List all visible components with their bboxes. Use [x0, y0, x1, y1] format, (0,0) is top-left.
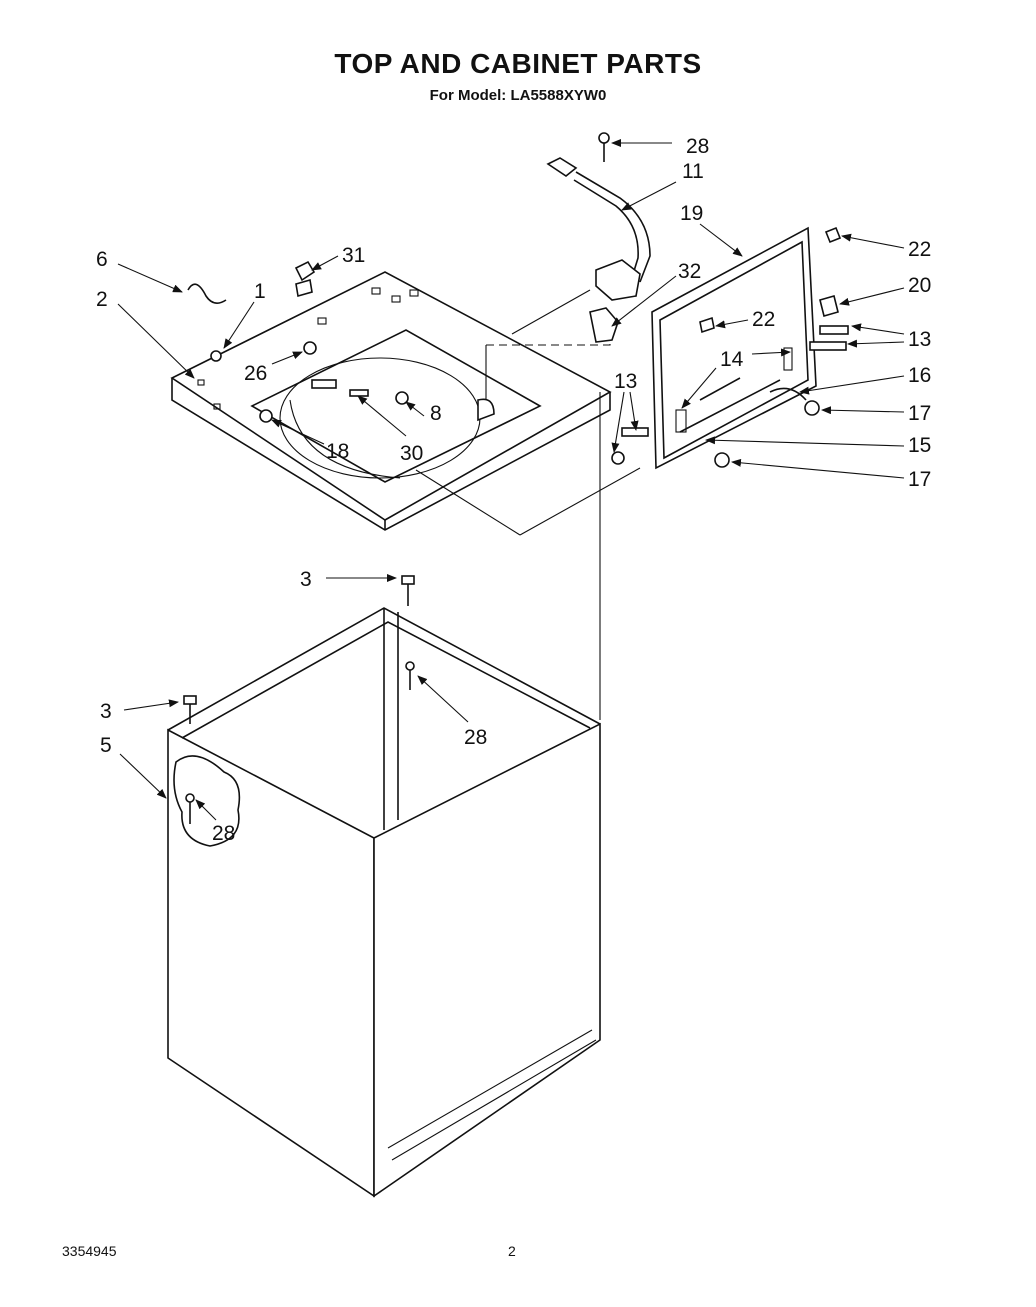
knob-17-lower: [714, 452, 730, 468]
lid-switch-harness: [546, 132, 651, 301]
callout-3-lower: 3: [100, 700, 112, 723]
leader-lines: [117, 139, 905, 821]
washer-top-panel: [170, 271, 612, 531]
callout-28-mid: 28: [464, 726, 487, 749]
clip-3-upper: [401, 575, 415, 585]
callout-30: 30: [400, 442, 423, 465]
assembly-guide-lines: [415, 289, 641, 720]
wire-16: [769, 387, 807, 401]
clip-20: [819, 295, 839, 317]
callout-20: 20: [908, 274, 931, 297]
callout-19: 19: [680, 202, 703, 225]
callout-18: 18: [326, 440, 349, 463]
callout-22-right: 22: [908, 238, 931, 261]
callout-8: 8: [430, 402, 442, 425]
callout-28-low: 28: [212, 822, 235, 845]
callout-2: 2: [96, 288, 108, 311]
cabinet-hardware: [183, 575, 415, 824]
bolt-13b: [809, 341, 847, 351]
nut-13d: [611, 451, 625, 465]
callout-32: 32: [678, 260, 701, 283]
model-subtitle: For Model: LA5588XYW0: [429, 87, 607, 104]
clip-31: [294, 260, 316, 282]
screw-22-mid: [699, 316, 715, 334]
hardware-parts: [187, 226, 849, 468]
page-number: 2: [508, 1243, 516, 1259]
spring-clip-1: [210, 350, 222, 362]
callout-13-right: 13: [908, 328, 931, 351]
callout-labels: 28 11 19 22 6 31 1 32 20 2 22 13 14 26 1…: [96, 135, 931, 845]
callout-28-top: 28: [686, 135, 709, 158]
control-panel-frame: [651, 226, 817, 470]
document-number: 3354945: [62, 1243, 117, 1259]
hose-clip-6: [187, 283, 227, 304]
bolt-13c: [621, 427, 649, 437]
grommet-18: [259, 409, 273, 423]
bolt-13a: [819, 325, 849, 335]
switch-cover: [589, 307, 619, 343]
callout-14: 14: [720, 348, 744, 371]
callout-22-mid: 22: [752, 308, 775, 331]
knob-17-upper: [804, 400, 820, 416]
page-title: TOP AND CABINET PARTS: [334, 48, 702, 79]
callout-31: 31: [342, 244, 365, 267]
callout-3-upper: 3: [300, 568, 312, 591]
callout-16: 16: [908, 364, 931, 387]
lid-stop: [477, 398, 495, 422]
callout-6: 6: [96, 248, 108, 271]
switch-actuator-30: [349, 389, 369, 397]
callout-17-lower: 17: [908, 468, 931, 491]
callout-11: 11: [682, 160, 704, 183]
washer-cabinet: [167, 607, 601, 1198]
callout-26: 26: [244, 362, 267, 385]
callout-17-upper: 17: [908, 402, 931, 425]
screw-8: [395, 391, 409, 405]
clip-3-lower: [183, 695, 197, 705]
callout-15: 15: [908, 434, 931, 457]
screw-22-right: [824, 226, 842, 244]
callout-1: 1: [254, 280, 266, 303]
callout-5: 5: [100, 734, 112, 757]
bracket-30a: [311, 379, 337, 389]
callout-13-left: 13: [614, 370, 637, 393]
nut-26: [303, 341, 317, 355]
